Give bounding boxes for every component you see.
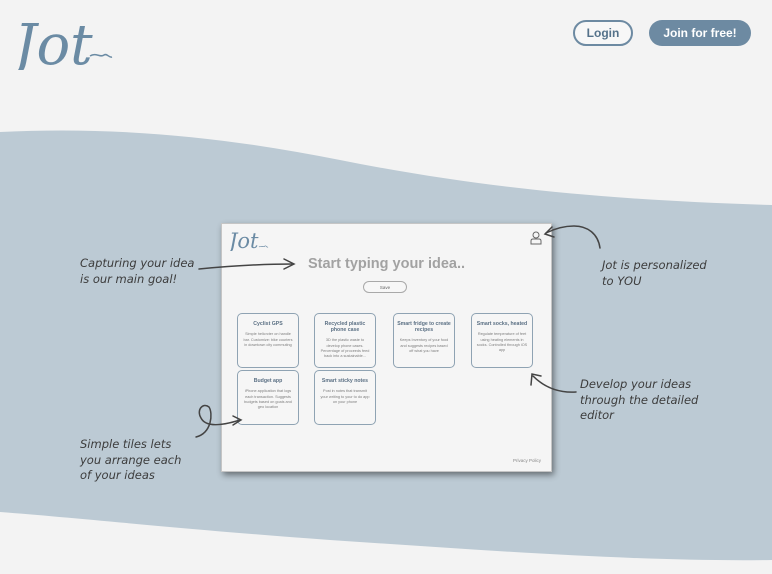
user-icon[interactable]: [530, 231, 542, 245]
jot-logo: Jot: [14, 13, 113, 70]
tile-desc: Regulate temperature of feet using heati…: [476, 332, 528, 353]
mockup-logo-text: Jot: [229, 229, 259, 251]
tile-desc: iPhone application that logs each transa…: [244, 389, 292, 410]
tile-desc: Post in notes that transmit your writing…: [320, 389, 370, 404]
annotation-editor: Develop your ideas through the detailed …: [580, 377, 699, 423]
mockup-logo: Jot: [229, 229, 269, 251]
tile-title: Cyclist GPS: [253, 321, 283, 327]
app-mockup: Jot Start typing your idea.. Save Cyclis…: [221, 223, 552, 472]
idea-input[interactable]: Start typing your idea..: [307, 256, 466, 272]
tile-desc: Keeps Inventory of your food and suggest…: [399, 338, 449, 354]
idea-tile[interactable]: Smart socks, heated Regulate temperature…: [471, 313, 533, 368]
idea-tile[interactable]: Cyclist GPS Simple helicrcter on handle …: [237, 313, 299, 368]
annotation-personalized: Jot is personalized to YOU: [602, 258, 707, 288]
annotation-tiles: Simple tiles lets you arrange each of yo…: [80, 437, 182, 483]
save-button[interactable]: Save: [363, 281, 407, 293]
tile-title: Smart sticky notes: [321, 378, 369, 384]
idea-tile[interactable]: Smart fridge to create recipes Keeps Inv…: [393, 313, 455, 368]
tile-title: Recycled plastic phone case: [324, 321, 366, 334]
idea-tile[interactable]: Recycled plastic phone case 3D the plast…: [314, 313, 376, 368]
tile-desc: 3D the plastic waste to develop phone ca…: [320, 338, 370, 359]
annotation-capture: Capturing your idea is our main goal!: [80, 256, 195, 286]
join-button[interactable]: Join for free!: [649, 20, 751, 46]
idea-tile[interactable]: Budget app iPhone application that logs …: [237, 370, 299, 425]
tile-title: Smart socks, heated: [476, 321, 528, 327]
tile-title: Smart fridge to create recipes: [397, 321, 451, 334]
privacy-policy-link[interactable]: Privacy Policy: [512, 458, 541, 463]
logo-text: Jot: [14, 13, 93, 70]
login-button[interactable]: Login: [573, 20, 633, 46]
tile-title: Budget app: [253, 378, 283, 384]
tile-desc: Simple helicrcter on handle bar. Customi…: [243, 332, 293, 347]
idea-tile[interactable]: Smart sticky notes Post in notes that tr…: [314, 370, 376, 425]
